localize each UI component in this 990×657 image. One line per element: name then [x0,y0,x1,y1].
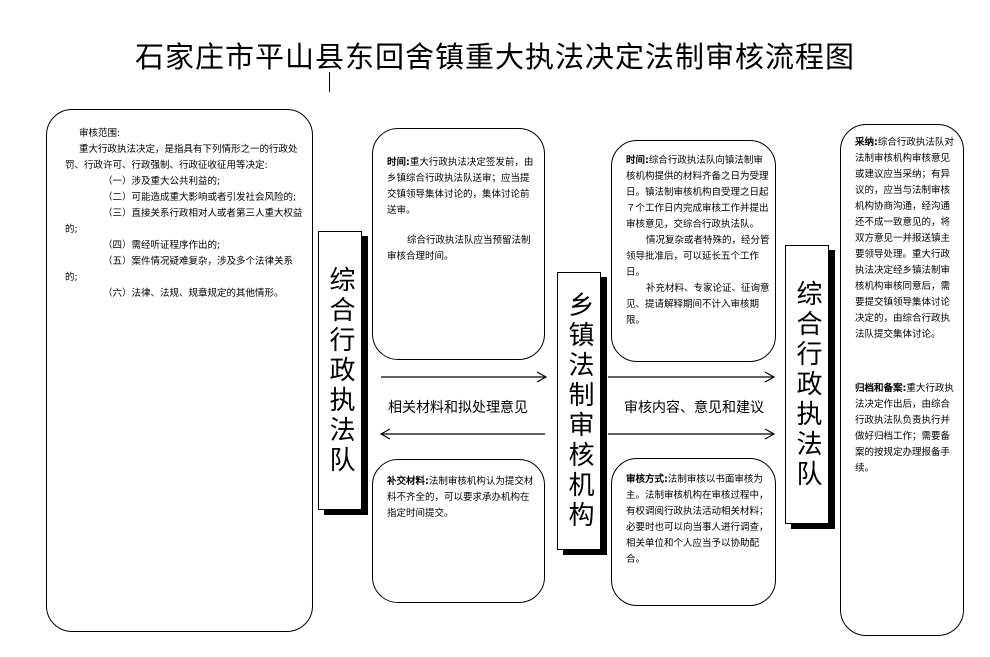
time-note: 综合行政执法队应当预留法制审核合理时间。 [387,235,531,262]
time-text: 重大行政执法决定签发前，由乡镇综合行政执法队送审；应当提交镇领导集体讨论的，集体… [387,157,534,216]
scope-item: （六）法律、法规、规章规定的其他情形。 [103,288,284,299]
scope-item: （二）可能造成重大影响或者引发社会风险的; [103,192,297,203]
method-text: 法制审核以书面审核为主。法制审核机构在审核过程中，有权调阅行政执法活动相关材料；… [626,474,769,565]
time-label: 时间: [626,155,649,166]
time-box-right: 时间:综合行政执法队向镇法制审核机构提供的材料齐备之日为受理日。镇法制审核机构自… [611,140,776,362]
method-box: 审核方式:法制审核以书面审核为主。法制审核机构在审核过程中，有权调阅行政执法活动… [611,458,776,606]
supplement-text: 法制审核机构认为提交材料不齐全的，可以要求承办机构在指定时间提交。 [387,476,534,519]
method-label: 审核方式: [626,474,668,485]
scope-box: 审核范围: 重大行政执法决定，是指具有下列情形之一的行政处罚、行政许可、行政强制… [46,109,313,632]
time-para: 情况复杂或者特殊的，经分管领导批准后，可以延长五个工作日。 [626,235,770,278]
scope-intro: 重大行政执法决定，是指具有下列情形之一的行政处罚、行政许可、行政强制、行政征收征… [65,144,298,171]
left-actor-box: 综合行政执法队 [318,231,362,510]
adopt-box: 采纳:综合行政执法队对法制审核机构审核意见或建议应当采纳；有异议的，应当与法制审… [840,124,964,636]
arrowhead [379,428,391,440]
archive-text: 重大行政执法决定作出后，由综合行政执法队负责执行并做好归档工作；需要备案的按规定… [855,383,954,474]
scope-item: （五）案件情况疑难复杂，涉及多个法律关系的; [65,256,294,283]
text-cursor [329,72,330,92]
scope-item: （三）直接关系行政相对人或者第三人重大权益的; [65,208,303,235]
page-title: 石家庄市平山县东回舍镇重大执法决定法制审核流程图 [134,40,855,74]
supplement-box: 补交材料:法制审核机构认为提交材料不齐全的，可以要求承办机构在指定时间提交。 [372,459,545,603]
scope-item: （四）需经听证程序作出的; [103,240,221,251]
time-label: 时间: [387,157,410,168]
adopt-label: 采纳: [855,137,878,148]
time-box-left: 时间:重大行政执法决定签发前，由乡镇综合行政执法队送审；应当提交镇领导集体讨论的… [372,128,545,360]
center-actor-label: 乡镇法制审核机构 [564,291,594,531]
arrow-label-review: 审核内容、意见和建议 [624,400,764,416]
supplement-label: 补交材料: [387,476,429,487]
left-actor-label: 综合行政执法队 [325,265,355,476]
arrow-label-materials: 相关材料和拟处理意见 [388,400,528,416]
right-actor-box: 综合行政执法队 [785,245,829,524]
arrowhead [536,371,548,383]
scope-heading: 审核范围: [79,128,121,139]
arrowhead [764,371,776,383]
arrowhead [764,428,776,440]
time-text: 综合行政执法队向镇法制审核机构提供的材料齐备之日为受理日。镇法制审核机构自受理之… [626,155,769,230]
time-para: 补充材料、专家论证、征询意见、提请解释期间不计入审核期限。 [626,283,770,326]
scope-item: （一）涉及重大公共利益的; [103,176,221,187]
archive-label: 归档和备案: [855,383,907,394]
adopt-text: 综合行政执法队对法制审核机构审核意见或建议应当采纳；有异议的，应当与法制审核机构… [855,137,954,340]
right-actor-label: 综合行政执法队 [792,279,822,490]
center-actor-box: 乡镇法制审核机构 [557,272,601,550]
